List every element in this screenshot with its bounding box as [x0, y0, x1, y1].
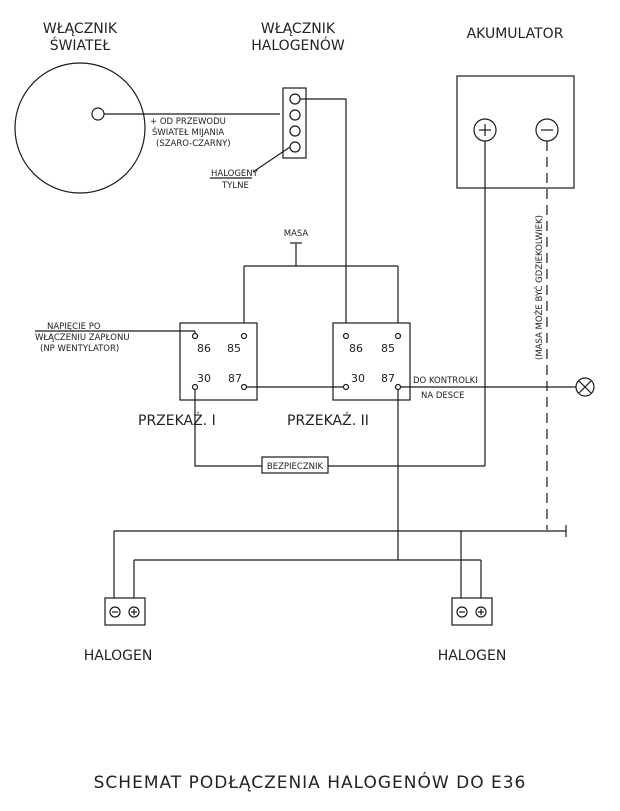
relay1-30-wire — [194, 390, 262, 467]
halogen-switch-body — [282, 87, 307, 159]
fuse-label: BEZPIECZNIK — [267, 462, 324, 472]
light-switch-label-2: ŚWIATEŁ — [50, 36, 111, 54]
halogen-right-label: HALOGEN — [438, 648, 507, 664]
dash-indicator-label-2: NA DESCE — [421, 391, 465, 401]
halogen-switch-label-1: WŁĄCZNIK — [261, 21, 336, 37]
halogen-switch-label-2: HALOGENÓW — [251, 36, 345, 54]
halogen-switch-terminal-3 — [289, 125, 301, 137]
halogen-switch-terminal-2 — [289, 109, 301, 121]
ignition-note-2: WŁĄCZENIU ZAPŁONU — [35, 333, 130, 343]
rear-fog-label-2: TYLNE — [221, 181, 249, 191]
switch-to-relay2-wire — [300, 98, 347, 336]
light-switch-body — [14, 62, 146, 194]
relay-2-name: PRZEKAŹ. II — [287, 411, 369, 429]
low-beam-note-2: ŚWIATEŁ MIJANIA — [152, 126, 224, 138]
diagram-title: SCHEMAT PODŁĄCZENIA HALOGENÓW DO E36 — [94, 771, 527, 793]
light-switch-label-1: WŁĄCZNIK — [43, 21, 118, 37]
ignition-note-1: NAPIĘCIE PO — [47, 322, 101, 332]
light-switch-terminal — [91, 107, 105, 121]
ground-note: (MASA MOŻE BYĆ GDZIEKOLWIEK) — [533, 215, 545, 360]
ignition-note-3: (NP WENTYLATOR) — [40, 344, 119, 354]
relay-1-pin-87: 87 — [228, 372, 242, 385]
rear-fog-pointer — [252, 146, 291, 173]
low-beam-note-1: + OD PRZEWODU — [150, 117, 226, 127]
fuse — [261, 456, 329, 474]
halogen-switch-terminal-4 — [289, 141, 301, 153]
halogen-left-label: HALOGEN — [84, 648, 153, 664]
relay-1-pin-30: 30 — [197, 372, 211, 385]
relay-2-pin-30: 30 — [351, 372, 365, 385]
relay-1-pin-85: 85 — [227, 342, 241, 355]
relay-1-pin-86: 86 — [197, 342, 211, 355]
battery-label: AKUMULATOR — [467, 26, 564, 42]
dash-indicator-label-1: DO KONTROLKI — [413, 376, 478, 386]
ground-label: MASA — [284, 229, 309, 239]
halogen-switch-terminal-1 — [289, 93, 301, 105]
relay-2-pin-86: 86 — [349, 342, 363, 355]
relay-1-name: PRZEKAŹ. I — [138, 411, 216, 429]
relay-2-pin-85: 85 — [381, 342, 395, 355]
relay-2-pin-87: 87 — [381, 372, 395, 385]
rear-fog-label-1: HALOGENY — [211, 169, 259, 179]
low-beam-note-3: (SZARO-CZARNY) — [156, 139, 231, 149]
